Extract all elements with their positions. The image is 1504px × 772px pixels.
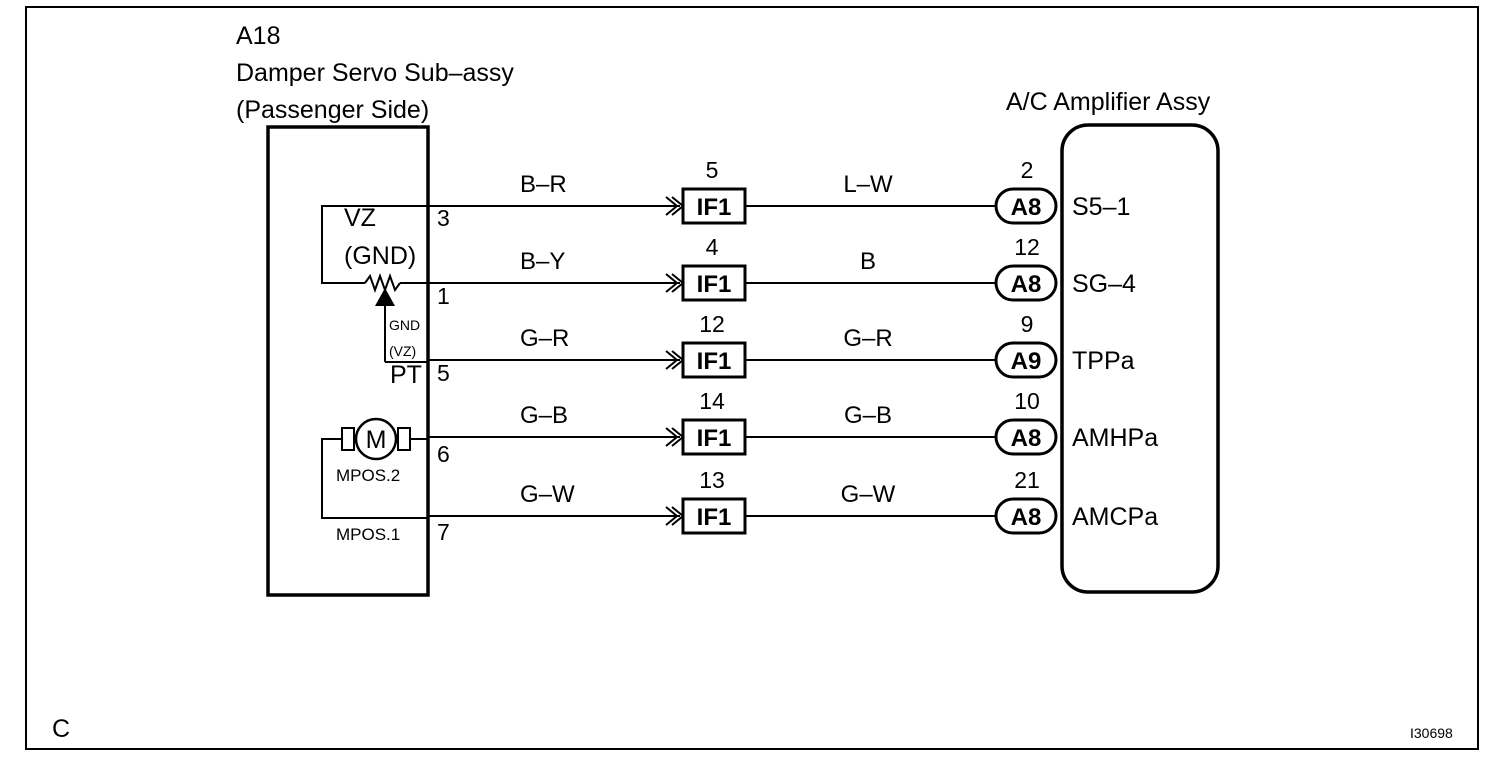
wire-color-left: G–R <box>520 325 569 352</box>
potentiometer-loop <box>321 205 428 293</box>
view-letter: C <box>52 715 70 743</box>
gnd-paren-label: (GND) <box>344 242 416 270</box>
arrow-chevron <box>665 273 679 293</box>
wire-color-left: G–W <box>520 481 575 508</box>
wire-color-left: G–B <box>520 402 568 429</box>
amp-connector-label: A8 <box>1011 271 1042 298</box>
arrow-chevron <box>665 427 679 447</box>
if1-connector-box <box>681 187 747 225</box>
gnd-small-label: GND <box>389 317 420 333</box>
amp-connector-label: A8 <box>1011 194 1042 221</box>
wire-color-left: B–Y <box>520 248 565 275</box>
amp-connector-oval <box>994 341 1058 379</box>
amp-connector-oval <box>994 418 1058 456</box>
servo-name: Damper Servo Sub–assy <box>236 59 514 87</box>
pt-label: PT <box>390 361 422 389</box>
amp-connector-label: A8 <box>1011 504 1042 531</box>
if1-connector-box <box>681 418 747 456</box>
wiper-arrow <box>375 288 428 363</box>
vz-small-label: (VZ) <box>389 343 416 359</box>
amp-connector-oval <box>994 264 1058 302</box>
figure-id: I30698 <box>1410 725 1453 741</box>
mpos2-label: MPOS.2 <box>336 466 400 485</box>
if1-connector-box <box>681 341 747 379</box>
amplifier-name: A/C Amplifier Assy <box>1006 88 1211 116</box>
wire-color-right: L–W <box>843 171 893 198</box>
mpos1-label: MPOS.1 <box>336 525 400 544</box>
amp-pin-number: 9 <box>1021 311 1034 337</box>
amp-connector-oval <box>994 497 1058 535</box>
if1-pin-number: 4 <box>706 234 719 260</box>
motor-symbol <box>321 417 428 519</box>
servo-pin-number: 3 <box>437 205 450 231</box>
amp-connector-label: A8 <box>1011 425 1042 452</box>
if1-label: IF1 <box>697 425 732 452</box>
servo-side: (Passenger Side) <box>236 96 429 124</box>
amp-signal-name: S5–1 <box>1072 193 1130 221</box>
servo-code: A18 <box>236 22 280 50</box>
amp-pin-number: 12 <box>1014 234 1040 260</box>
amp-pin-number: 21 <box>1014 467 1040 493</box>
circuit-rows: 3B–RIF15L–WA82S5–11B–YIF14BA812SG–45G–RI… <box>428 157 1158 545</box>
if1-label: IF1 <box>697 348 732 375</box>
servo-pin-number: 1 <box>437 283 450 309</box>
amp-connector-label: A9 <box>1011 348 1042 375</box>
if1-label: IF1 <box>697 194 732 221</box>
if1-pin-number: 5 <box>706 157 719 183</box>
amp-signal-name: AMCPa <box>1072 503 1158 531</box>
diagram-frame <box>25 6 1479 750</box>
servo-pin-number: 6 <box>437 441 450 467</box>
amp-signal-name: SG–4 <box>1072 270 1136 298</box>
wire-color-right: G–B <box>844 402 892 429</box>
arrow-chevron <box>665 196 679 216</box>
if1-label: IF1 <box>697 504 732 531</box>
amp-signal-name: TPPa <box>1072 347 1135 375</box>
wire-color-right: G–W <box>841 481 896 508</box>
motor-label: M <box>366 426 387 454</box>
servo-pin-number: 7 <box>437 519 450 545</box>
arrow-chevron <box>665 350 679 370</box>
if1-connector-box <box>681 497 747 535</box>
if1-label: IF1 <box>697 271 732 298</box>
servo-pin-number: 5 <box>437 360 450 386</box>
amp-pin-number: 10 <box>1014 388 1040 414</box>
wire-color-right: G–R <box>843 325 892 352</box>
if1-pin-number: 12 <box>699 311 725 337</box>
amp-connector-oval <box>994 187 1058 225</box>
arrow-chevron <box>665 506 679 526</box>
vz-label: VZ <box>344 204 376 232</box>
if1-pin-number: 14 <box>699 388 725 414</box>
wire-color-left: B–R <box>520 171 567 198</box>
amp-signal-name: AMHPa <box>1072 424 1158 452</box>
amp-pin-number: 2 <box>1021 157 1034 183</box>
amplifier-box <box>1060 123 1220 594</box>
if1-pin-number: 13 <box>699 467 725 493</box>
wire-color-right: B <box>860 248 876 275</box>
